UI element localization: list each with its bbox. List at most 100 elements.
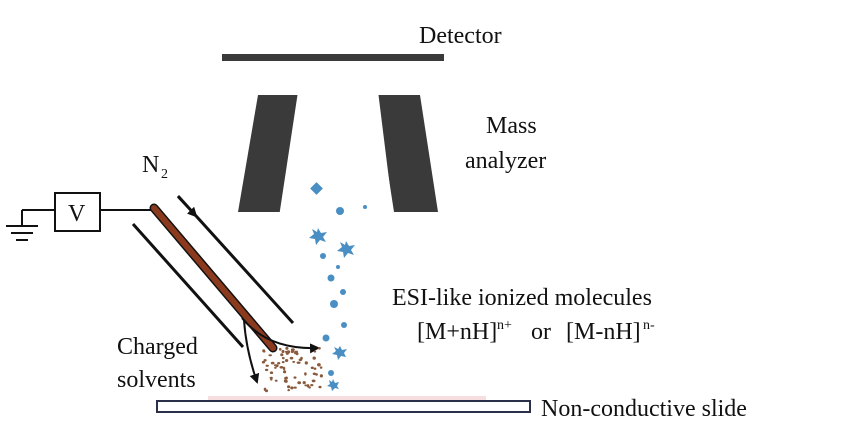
solvent-droplet [282,356,285,360]
solvent-droplet [285,346,289,350]
solvent-droplet [269,376,273,379]
diamond-ion-icon [310,182,323,195]
star-ion-icon [309,228,327,245]
mass-analyzer-label-2: analyzer [465,148,546,174]
solvent-droplet [300,356,303,360]
analyzer-inlet [275,94,397,241]
solvent-droplets [261,346,323,393]
solvent-droplet [281,349,285,354]
solvent-droplet [317,363,321,367]
voltage-label: V [68,201,86,227]
mass-analyzer-label-1: Mass [486,113,537,139]
solvent-droplet [284,350,289,353]
solvent-droplet [262,349,266,353]
spray-arrow-right [241,317,320,354]
gas-subscript: 2 [161,167,168,182]
ion-stream [309,182,367,391]
solvent-droplet [287,389,291,392]
solvent-droplet [289,356,294,360]
solvent-droplet [274,379,278,382]
dot-ion-icon [363,205,367,209]
solvent-droplet [293,376,297,379]
charged-solvents-label-2: solvents [117,367,196,393]
solvent-droplet [302,381,306,385]
solvent-droplet [270,361,275,365]
star-ion-icon [337,241,355,258]
solvent-droplet [273,364,277,367]
solvent-droplet [278,347,282,351]
solvent-droplet [304,361,308,365]
solvent-droplet [279,366,284,369]
esi-label: ESI-like ionized molecules [392,285,652,311]
solvent-droplet [318,385,322,389]
solvent-droplet [304,372,307,376]
solvent-droplet [311,379,316,383]
ion-or-label: or [531,319,551,345]
solvent-droplet [282,366,286,371]
dot-ion-icon [340,289,346,295]
ion-positive-label: [M+nH] [417,319,497,345]
solvent-droplet [265,364,269,367]
slide [156,400,531,413]
solvent-droplet [280,353,284,357]
detector-plate [222,54,444,61]
solvent-droplet [264,368,269,372]
solvent-droplet [261,360,265,364]
solvent-droplet [277,362,281,365]
solvent-droplet [294,350,298,353]
star-ion-icon [327,379,339,391]
solvent-droplet [263,359,267,362]
solvent-droplet [319,366,323,369]
solvent-droplet [292,360,296,363]
solvent-droplet [296,361,301,364]
solvent-droplet [297,381,302,385]
ground-icon [6,210,38,241]
solvent-droplet [283,370,287,374]
dot-ion-icon [320,253,326,259]
solvent-droplet [283,379,288,383]
ion-positive-charge: n+ [497,318,512,333]
analyzer-right-block [376,95,438,212]
dot-ion-icon [336,265,340,269]
solvent-droplet [318,347,321,350]
dot-ion-icon [330,300,338,308]
solvent-droplet [287,385,291,389]
dot-ion-icon [322,334,330,342]
solvent-droplet [304,384,308,387]
solvent-droplet [284,359,289,362]
dot-ion-icon [341,322,347,328]
solvent-droplet [315,373,318,376]
solvent-droplet [308,386,311,389]
solvent-droplet [269,371,274,375]
solvent-droplet [290,386,294,390]
tube-wall-lower [131,223,245,348]
gas-flow-arrow [177,196,198,218]
charged-solvents-label-1: Charged [117,334,198,360]
gas-label: N [142,152,159,178]
slide-label: Non-conductive slide [541,396,747,422]
solvent-droplet [284,376,287,380]
dot-ion-icon [336,207,344,215]
ion-negative-label: [M-nH] [566,319,641,345]
solvent-droplet [293,386,297,389]
solvent-droplet [312,356,316,360]
solvent-droplet [319,374,323,378]
solvent-droplet [313,350,317,353]
ion-negative-charge: n- [643,318,655,333]
solvent-droplet [268,354,273,357]
solvent-droplet [274,366,277,369]
dot-ion-icon [327,274,335,282]
solvent-droplet [290,348,295,351]
solvent-droplet [310,384,314,387]
solvent-droplet [313,367,317,370]
emitter-core [151,205,276,351]
slide-film [208,396,486,401]
solvent-droplet [312,372,316,376]
solvent-droplet [295,352,299,356]
solvent-droplet [310,366,314,370]
solvent-droplet [281,361,285,364]
spray-arrow-down [243,319,260,384]
voltage-box-icon [54,192,101,232]
